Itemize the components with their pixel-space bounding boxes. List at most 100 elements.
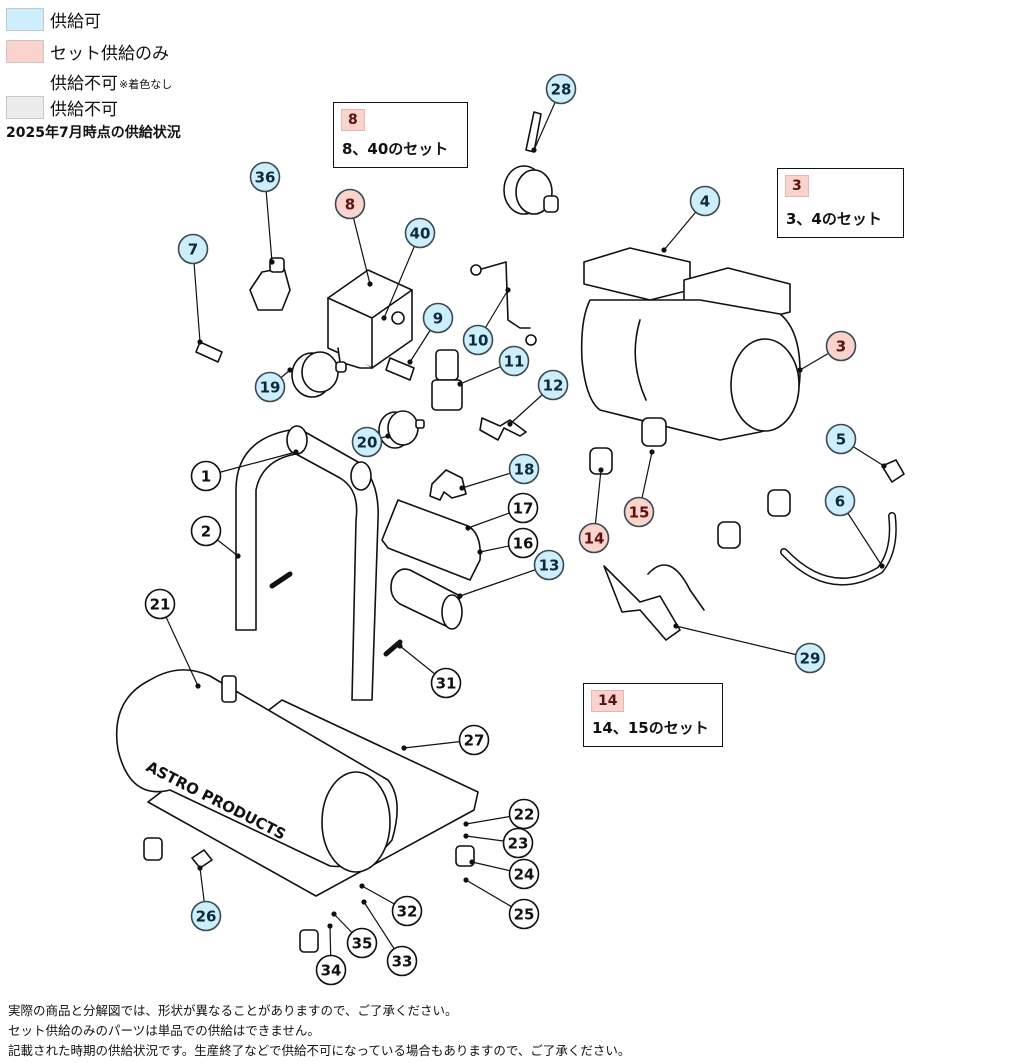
part-16-drawing (381, 499, 482, 581)
leader-dot-40 (381, 315, 387, 321)
callout-number: 23 (508, 835, 529, 853)
callout-part-5: 5 (825, 423, 857, 455)
callout-number: 8 (345, 196, 355, 214)
legend-unavailable-nocolor: 供給不可 ※着色なし (6, 68, 172, 94)
part-11-drawing (431, 349, 463, 411)
leader-dot-22 (463, 821, 469, 827)
legend-label-unavailable: 供給不可 (50, 99, 118, 120)
callout-part-13: 13 (533, 549, 565, 581)
callout-number: 22 (514, 806, 535, 824)
callout-part-33: 33 (386, 945, 418, 977)
part-13-drawing (390, 568, 463, 630)
leader-dot-1 (293, 449, 299, 455)
callout-number: 40 (410, 225, 431, 243)
callout-circle (689, 185, 721, 217)
callout-part-11: 11 (498, 345, 530, 377)
callout-circle (249, 161, 281, 193)
bottom-hardware-drawing (143, 837, 475, 953)
leader-dot-5 (881, 463, 887, 469)
callout-part-26: 26 (190, 900, 222, 932)
leader-line-13 (459, 564, 550, 597)
callout-number: 13 (539, 557, 560, 575)
leader-dot-23 (463, 833, 469, 839)
callout-number: 24 (514, 866, 535, 884)
part-20-drawing (378, 410, 425, 449)
leader-dot-16 (477, 549, 483, 555)
callout-part-12: 12 (537, 369, 569, 401)
leader-dot-2 (235, 553, 241, 559)
leader-dot-4 (661, 247, 667, 253)
callout-part-24: 24 (508, 858, 540, 890)
leader-dot-27 (401, 745, 407, 751)
legend-label-unavailable-nocolor: 供給不可 (50, 73, 118, 94)
set-box-description: 8、40のセット (342, 140, 449, 158)
footer-note-3: 記載された時期の供給状況です。生産終了などで供給不可になっている場合もありますの… (8, 1043, 631, 1058)
callout-circle (458, 724, 490, 756)
callout-part-35: 35 (346, 927, 378, 959)
callout-circle (430, 667, 462, 699)
callout-part-8: 8 (334, 188, 366, 220)
leader-dot-34 (327, 923, 333, 929)
part-21-tank-drawing (115, 669, 479, 897)
callout-part-22: 22 (508, 798, 540, 830)
legend-label-available: 供給可 (50, 11, 101, 32)
callout-circle (545, 73, 577, 105)
callout-circle (498, 345, 530, 377)
callout-part-40: 40 (404, 217, 436, 249)
leader-dot-15 (649, 449, 655, 455)
leader-dot-18 (459, 485, 465, 491)
leader-dot-9 (407, 359, 413, 365)
leader-dot-12 (507, 421, 513, 427)
callout-circle (502, 827, 534, 859)
callout-circle (507, 492, 539, 524)
part-9-drawing (385, 357, 415, 381)
callout-circle (794, 642, 826, 674)
callout-circle (386, 945, 418, 977)
callout-circle (533, 549, 565, 581)
callout-circle (462, 324, 494, 356)
callout-circle (537, 369, 569, 401)
leader-dot-19 (287, 367, 293, 373)
callout-number: 28 (551, 81, 572, 99)
leader-dot-14 (598, 467, 604, 473)
leader-dot-11 (457, 381, 463, 387)
legend-swatch-set-only (6, 39, 44, 63)
callout-part-2: 2 (190, 515, 222, 547)
part-28-drawing (503, 111, 559, 215)
callout-part-14: 14 (578, 522, 610, 554)
callout-circle (825, 423, 857, 455)
callout-circle (144, 588, 176, 620)
part-1-2-handle-drawing (235, 425, 379, 701)
callout-circle (508, 453, 540, 485)
callout-circle (824, 485, 856, 517)
legend-note-no-color: ※着色なし (119, 78, 173, 91)
callout-part-20: 20 (351, 426, 383, 458)
callout-number: 14 (584, 530, 605, 548)
rubber-feet-drawing (589, 417, 791, 549)
callout-part-34: 34 (315, 954, 347, 986)
leader-dot-32 (359, 883, 365, 889)
leader-dot-7 (197, 339, 203, 345)
set-box-tag: 8 (341, 109, 365, 131)
as-of-date: 2025年7月時点の供給状況 (6, 125, 181, 141)
callout-part-16: 16 (507, 527, 539, 559)
callout-circle (391, 895, 423, 927)
legend-set-only: セット供給のみ (6, 38, 169, 64)
callout-part-4: 4 (689, 185, 721, 217)
callout-number: 27 (464, 732, 485, 750)
callout-part-15: 15 (623, 496, 655, 528)
callout-part-36: 36 (249, 161, 281, 193)
callout-part-21: 21 (144, 588, 176, 620)
leader-dot-10 (505, 287, 511, 293)
callout-number: 2 (201, 523, 211, 541)
callout-number: 35 (352, 935, 373, 953)
callout-number: 17 (513, 500, 534, 518)
callout-part-23: 23 (502, 827, 534, 859)
callout-number: 5 (836, 431, 846, 449)
callout-circle (508, 858, 540, 890)
callout-number: 19 (260, 379, 281, 397)
leader-dot-21 (195, 683, 201, 689)
set-box-description: 3、4のセット (786, 210, 882, 228)
callout-part-27: 27 (458, 724, 490, 756)
